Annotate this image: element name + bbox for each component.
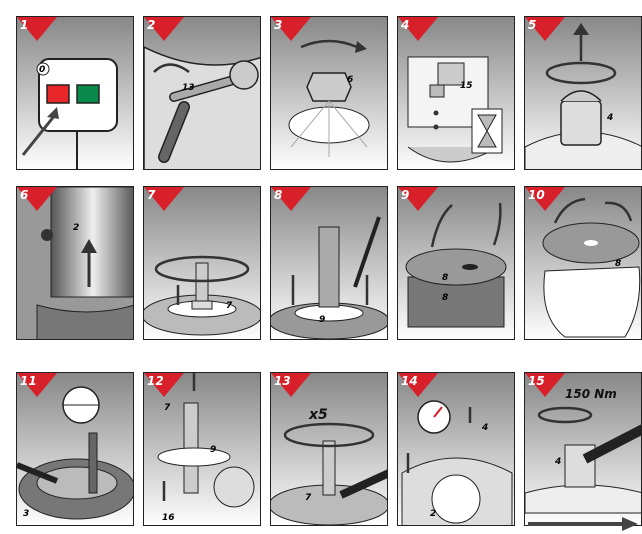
step-number: 2 <box>147 18 155 32</box>
step-panel-13: 13 x5 7 <box>270 372 388 526</box>
step-panel-9: 9 8 8 <box>397 186 515 340</box>
callout-label: 2 <box>73 223 79 233</box>
step-number: 13 <box>274 374 291 388</box>
callout-label: 6 <box>347 75 353 85</box>
step-number: 12 <box>147 374 164 388</box>
step-panel-7: 7 7 <box>143 186 261 340</box>
step-panel-11: 11 3 <box>16 372 134 526</box>
callout-label: 9 <box>210 445 216 455</box>
step-number: 7 <box>147 188 155 202</box>
callout-label: 13 <box>182 83 195 93</box>
next-arrow-icon <box>528 517 638 531</box>
callout-label: 8 <box>442 293 448 303</box>
step-number: 3 <box>274 18 282 32</box>
callout-label: 0 <box>39 65 45 75</box>
callout-label: 16 <box>162 513 175 523</box>
step-panel-3: 3 6 <box>270 16 388 170</box>
callout-label: 9 <box>319 315 325 325</box>
step-number: 11 <box>20 374 37 388</box>
callout-label: 8 <box>442 273 448 283</box>
callout-label: 2 <box>430 509 436 519</box>
step-panel-1: 1 0 <box>16 16 134 170</box>
step-panel-2: 2 13 <box>143 16 261 170</box>
callout-label: 7 <box>226 301 232 311</box>
step-panel-15: 15 150 Nm 4 <box>524 372 642 526</box>
step-number: 4 <box>401 18 409 32</box>
step-panel-14: 14 4 2 <box>397 372 515 526</box>
step-panel-10: 10 8 <box>524 186 642 340</box>
callout-label: 3 <box>23 509 29 519</box>
torque-value-text: 150 Nm <box>565 387 617 401</box>
step-panel-8: 8 9 <box>270 186 388 340</box>
callout-label: 4 <box>555 457 561 467</box>
callout-label: 4 <box>607 113 613 123</box>
callout-label: 4 <box>482 423 488 433</box>
step-number: 10 <box>528 188 545 202</box>
step-number: 14 <box>401 374 418 388</box>
step-number: 1 <box>20 18 28 32</box>
step-panel-5: 5 4 <box>524 16 642 170</box>
step-panel-6: 6 2 <box>16 186 134 340</box>
callout-label: 15 <box>460 81 473 91</box>
step-panel-12: 12 7 9 16 <box>143 372 261 526</box>
callout-label: 7 <box>164 403 170 413</box>
step-panel-4: 4 15 <box>397 16 515 170</box>
callout-label: 7 <box>305 493 311 503</box>
step-number: 9 <box>401 188 409 202</box>
callout-label: 8 <box>615 259 621 269</box>
step-number: 15 <box>528 374 545 388</box>
repeat-count-text: x5 <box>309 407 328 423</box>
step-number: 8 <box>274 188 282 202</box>
step-number: 5 <box>528 18 536 32</box>
step-number: 6 <box>20 188 28 202</box>
